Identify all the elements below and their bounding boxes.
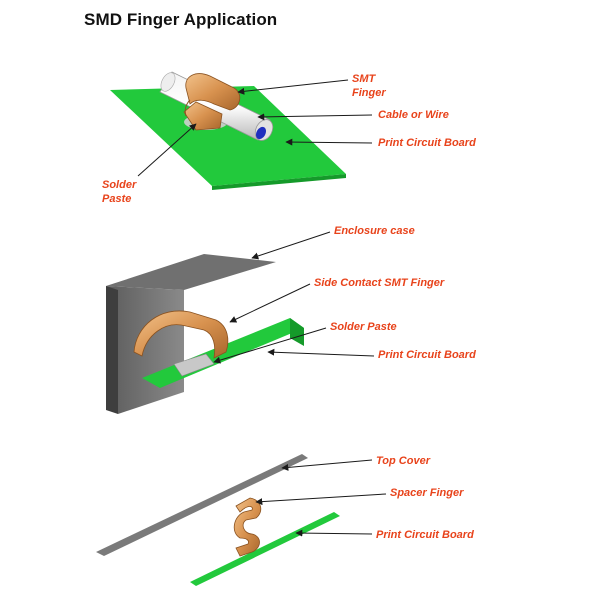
leader-pcb-1 [285,138,373,146]
pcb-board-1 [110,86,346,186]
label-pcb-3: Print Circuit Board [376,529,474,541]
label-spacer-finger: Spacer Finger [390,487,464,499]
page-title: SMD Finger Application [84,10,278,29]
pcb-board-3 [190,512,340,586]
label-finger: Finger [352,87,386,99]
label-paste: Paste [102,193,131,205]
leader-side-finger [229,283,311,323]
figure-3-spacer: Top Cover Spacer Finger Print Circuit Bo… [96,454,474,586]
label-solder-paste-2: Solder Paste [330,321,397,333]
label-enclosure-case: Enclosure case [334,225,415,237]
figure-2-side-contact: Enclosure case Side Contact SMT Finger S… [106,225,476,414]
leader-pcb-3 [295,529,373,537]
leader-enclosure [251,231,331,260]
label-solder: Solder [102,179,137,191]
label-top-cover: Top Cover [376,455,431,467]
smt-finger-clip [183,73,241,131]
top-cover [96,454,308,556]
label-pcb-1: Print Circuit Board [378,137,476,149]
label-pcb-2: Print Circuit Board [378,349,476,361]
side-contact-finger [133,310,229,359]
figure-1-cable-on-pcb: SMT Finger Cable or Wire Print Circuit B… [102,71,476,205]
leader-top-cover [281,459,373,471]
leader-solder-paste-1 [137,123,197,177]
enclosure-top [106,254,276,290]
leader-solder-paste-2 [213,327,327,364]
solder-paste-2 [173,353,215,377]
leader-cable [257,113,373,121]
leader-spacer-finger [255,493,387,506]
leader-pcb-2 [267,348,375,357]
label-side-contact-finger: Side Contact SMT Finger [314,277,445,289]
leader-smt-finger [237,79,349,95]
label-cable-or-wire: Cable or Wire [378,109,449,121]
label-smt: SMT [352,73,377,85]
spacer-finger [233,497,262,557]
